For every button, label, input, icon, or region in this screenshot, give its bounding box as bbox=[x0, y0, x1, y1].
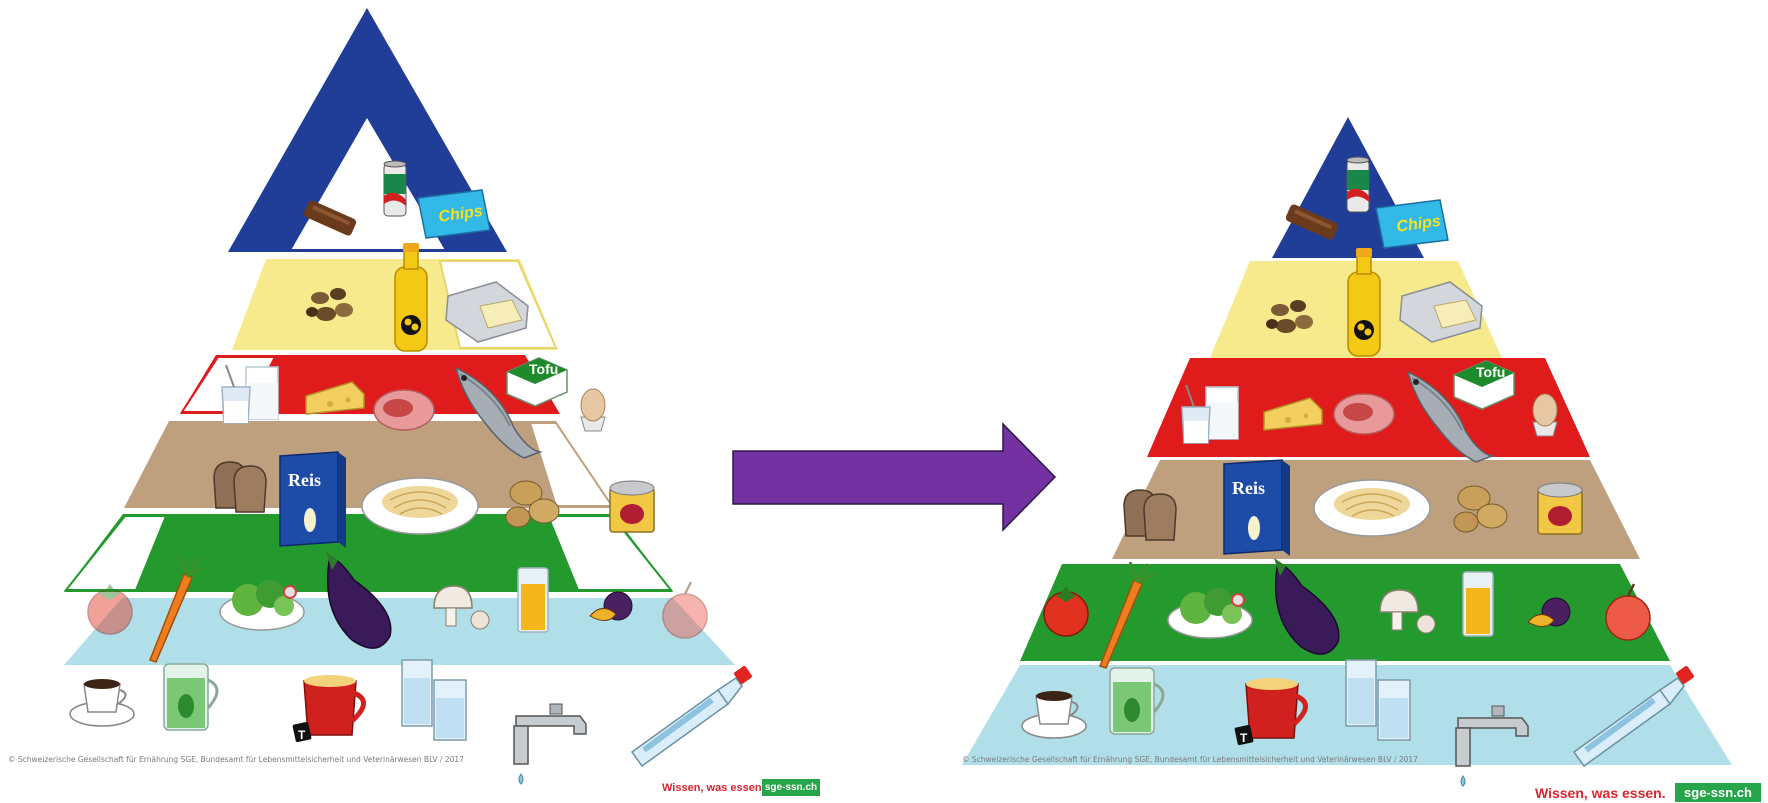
chips-bag-icon: Chips bbox=[417, 189, 491, 239]
red-mug-icon: T bbox=[1234, 678, 1305, 745]
rice-label: Reis bbox=[1232, 478, 1265, 498]
rice-label: Reis bbox=[288, 470, 321, 490]
egg-icon bbox=[580, 388, 606, 432]
tea-glass-icon bbox=[162, 662, 219, 732]
coffee-cup-icon bbox=[69, 678, 135, 727]
bean-can-icon bbox=[1537, 482, 1583, 535]
soda-can-icon bbox=[383, 160, 407, 217]
chips-label: Chips bbox=[437, 203, 483, 226]
chips-bag-icon: Chips bbox=[1375, 199, 1449, 249]
chips-label: Chips bbox=[1395, 213, 1441, 236]
tofu-icon: Tofu bbox=[1453, 360, 1515, 410]
tofu-label: Tofu bbox=[529, 361, 558, 377]
slogan-before: Wissen, was essen. bbox=[662, 782, 765, 794]
tier-starch-cutout bbox=[528, 422, 614, 507]
pyramid-before: Chips Tofu Reis T bbox=[63, 8, 753, 785]
tofu-icon: Tofu bbox=[506, 357, 568, 407]
website-badge-after: sge-ssn.ch bbox=[1675, 783, 1761, 802]
meat-icon bbox=[373, 389, 435, 431]
pasta-plate-icon bbox=[1313, 479, 1431, 537]
juice-glass-icon bbox=[1462, 571, 1494, 637]
water-tap-icon bbox=[513, 703, 587, 785]
copyright-after: © Schweizerische Gesellschaft für Ernähr… bbox=[962, 755, 1418, 764]
teabag-label: T bbox=[298, 728, 306, 742]
meat-icon bbox=[1333, 393, 1395, 435]
water-bottle-icon bbox=[632, 665, 753, 766]
soda-can-icon bbox=[1346, 156, 1370, 213]
bread-icon bbox=[213, 461, 267, 513]
copyright-before: © Schweizerische Gesellschaft für Ernähr… bbox=[8, 755, 464, 764]
egg-icon bbox=[1532, 393, 1558, 437]
website-badge-before: sge-ssn.ch bbox=[762, 779, 820, 796]
pyramid-after: Chips Tofu Reis T bbox=[962, 117, 1732, 787]
pasta-plate-icon bbox=[361, 477, 479, 535]
water-glasses-icon bbox=[401, 659, 467, 741]
red-mug-icon: T bbox=[292, 675, 363, 742]
juice-glass-icon bbox=[517, 567, 549, 633]
teabag-label: T bbox=[1240, 731, 1248, 745]
bread-icon bbox=[1123, 489, 1177, 541]
tofu-label: Tofu bbox=[1476, 364, 1505, 380]
tier-vegetables-fruit bbox=[1020, 564, 1670, 661]
rice-box-icon: Reis bbox=[1223, 459, 1291, 557]
transition-arrow bbox=[732, 422, 1057, 532]
rice-box-icon: Reis bbox=[279, 451, 347, 549]
bean-can-icon bbox=[609, 480, 655, 533]
slogan-after: Wissen, was essen. bbox=[1535, 785, 1666, 801]
